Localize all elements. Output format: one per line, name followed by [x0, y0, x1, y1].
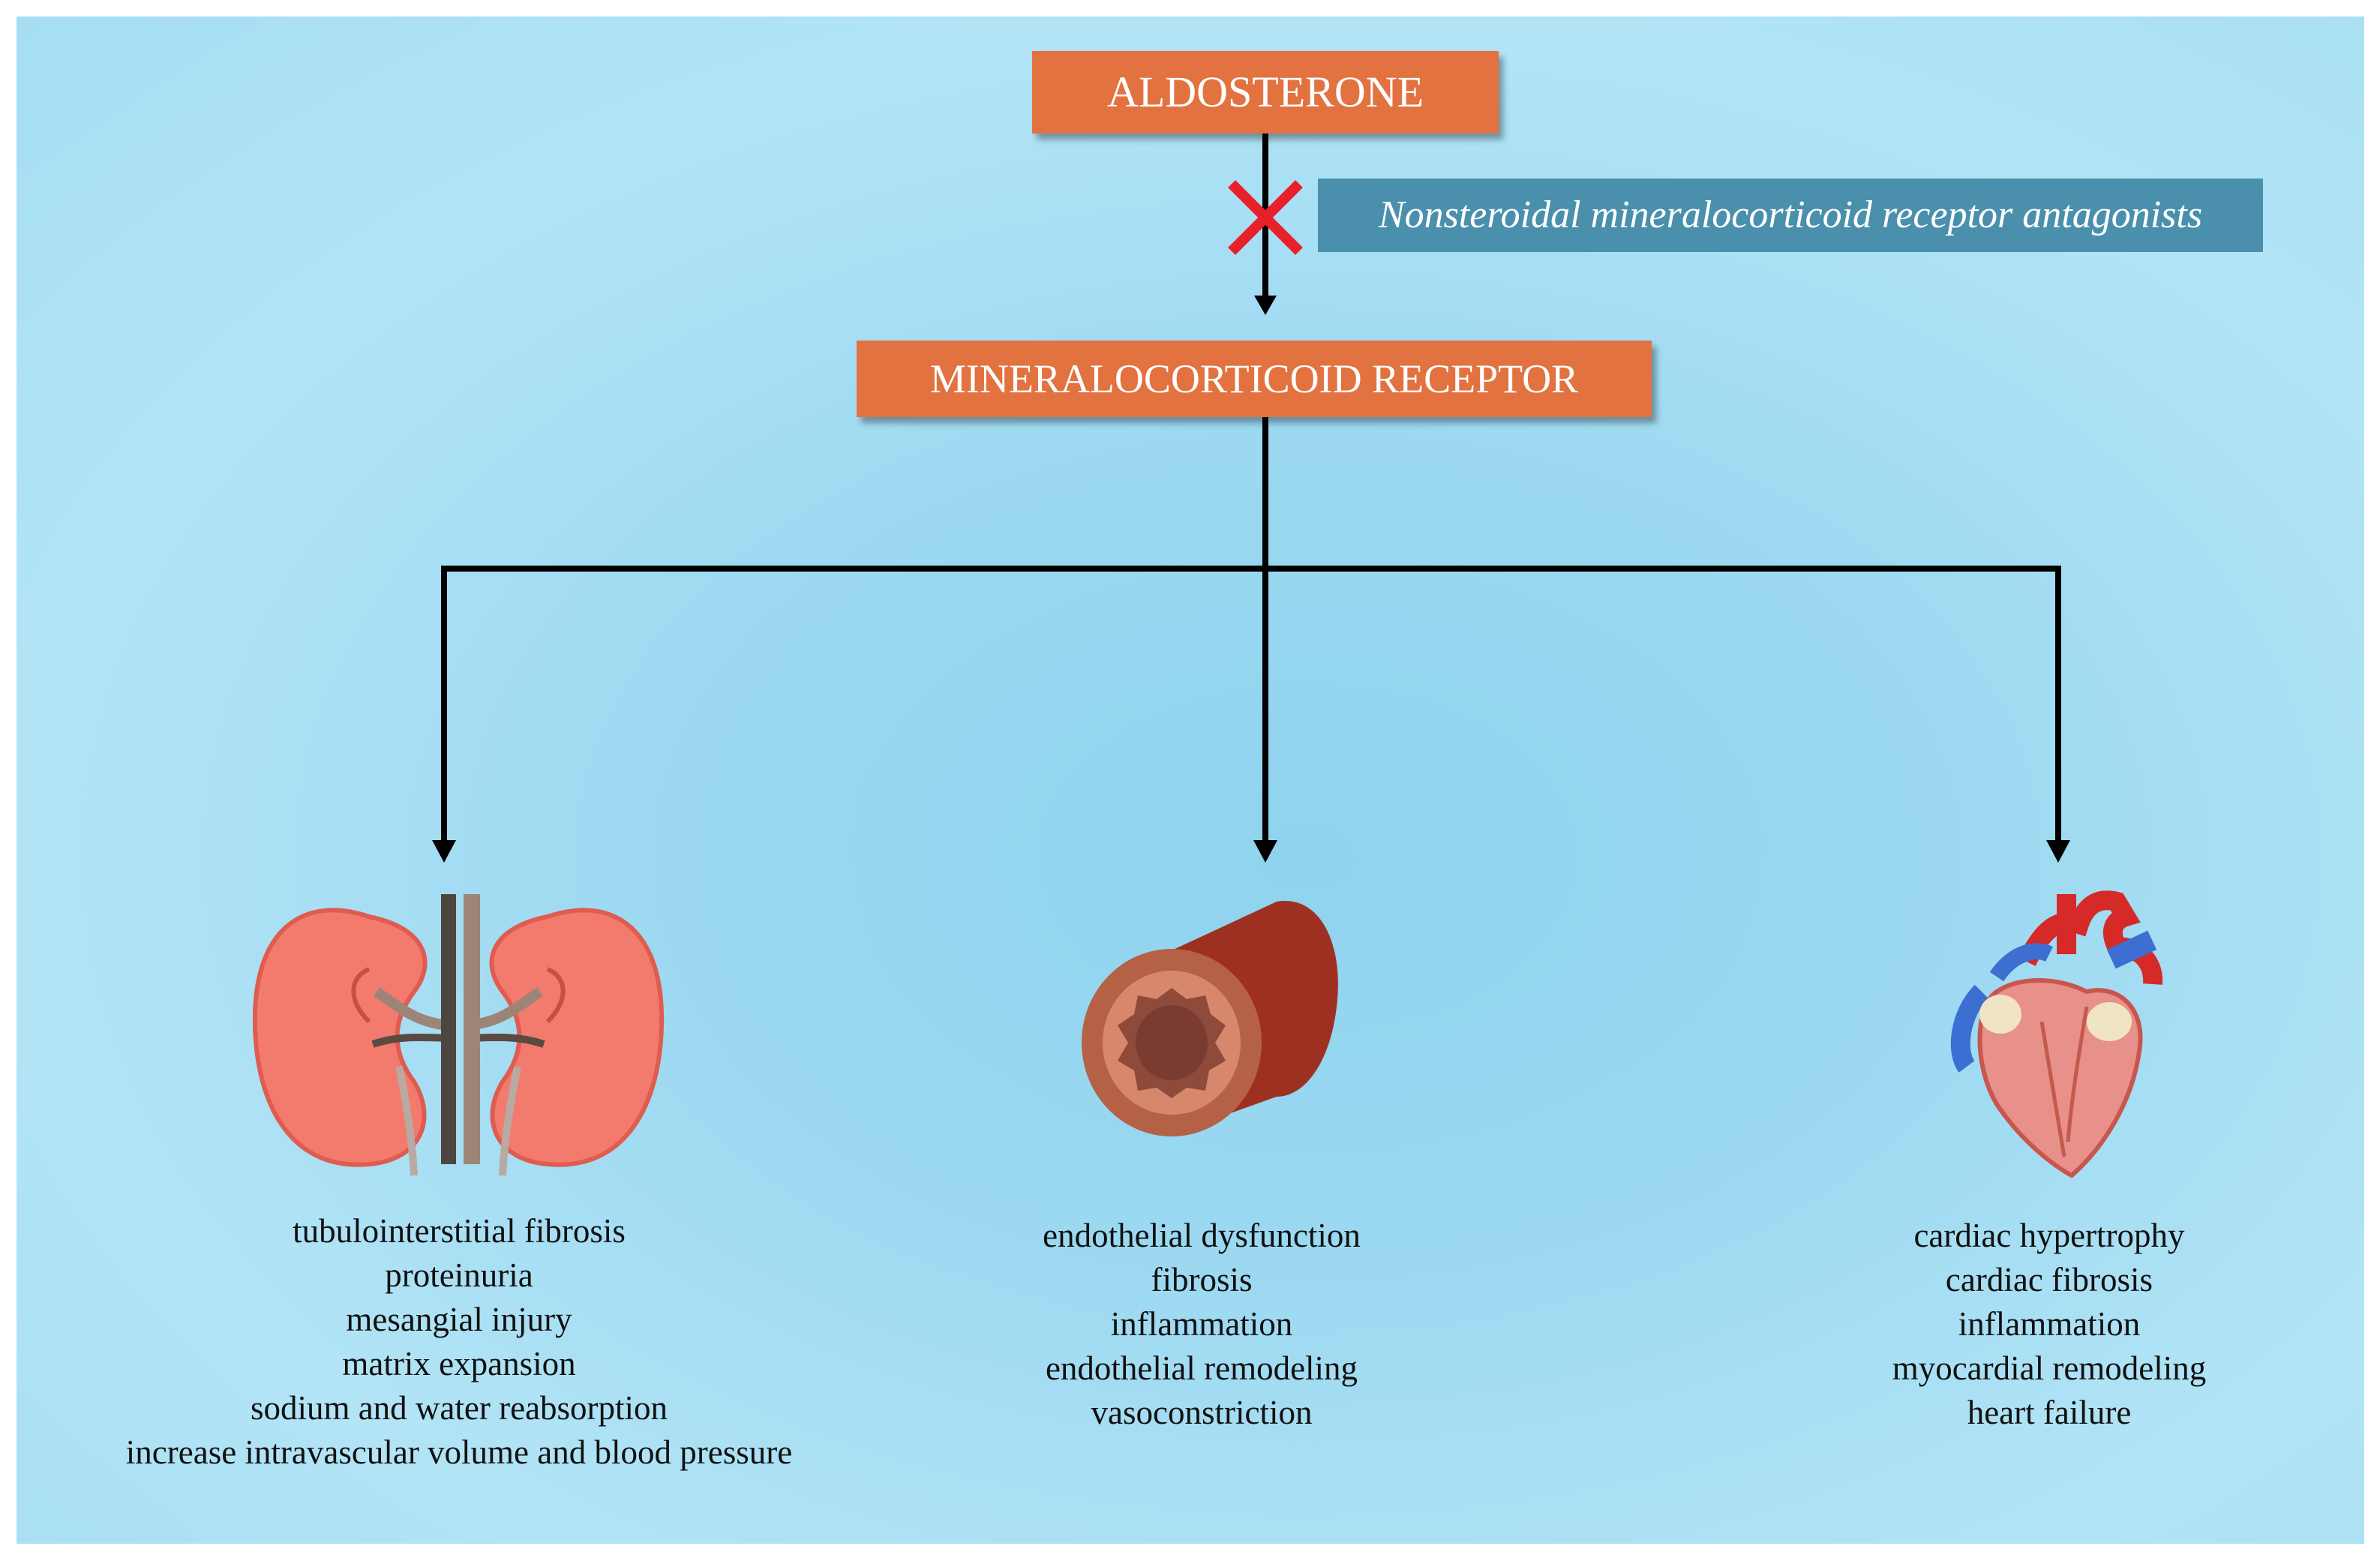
- kidney-effect: increase intravascular volume and blood …: [125, 1433, 793, 1471]
- heart-effect: cardiac fibrosis: [1945, 1261, 2153, 1298]
- arrowhead-receptor: [1254, 296, 1277, 315]
- heart-effects-list: cardiac hypertrophy cardiac fibrosis inf…: [1824, 1214, 2274, 1435]
- kidney-effect: mesangial injury: [346, 1301, 572, 1338]
- diagram-graphics: [252, 134, 2163, 1178]
- heart-effect: myocardial remodeling: [1892, 1349, 2207, 1387]
- kidney-effect: tubulointerstitial fibrosis: [293, 1212, 626, 1250]
- kidney-effect: sodium and water reabsorption: [250, 1389, 668, 1427]
- diagram-canvas: ALDOSTERONE Nonsteroidal mineralocortico…: [17, 17, 2364, 1544]
- vessel-effect: inflammation: [1110, 1305, 1293, 1343]
- red-x-icon: [1228, 180, 1303, 255]
- kidney-effect: matrix expansion: [342, 1345, 576, 1382]
- kidney-effect: proteinuria: [385, 1256, 533, 1294]
- arrowhead-heart: [2046, 840, 2070, 863]
- kidney-effects-list: tubulointerstitial fibrosis proteinuria …: [62, 1209, 857, 1475]
- vessel-effect: fibrosis: [1151, 1261, 1253, 1298]
- arrowhead-kidney: [432, 840, 456, 863]
- kidney-icon: [252, 894, 665, 1176]
- vessel-effect: vasoconstriction: [1091, 1394, 1313, 1431]
- vessel-effects-list: endothelial dysfunction fibrosis inflamm…: [977, 1214, 1427, 1435]
- heart-effect: cardiac hypertrophy: [1913, 1217, 2185, 1254]
- mineralocorticoid-receptor-node: MINERALOCORTICOID RECEPTOR: [857, 341, 1652, 417]
- heart-effect: heart failure: [1967, 1394, 2132, 1431]
- inhibitor-label: Nonsteroidal mineralocorticoid receptor …: [1318, 179, 2263, 252]
- heart-effect: inflammation: [1958, 1305, 2141, 1343]
- aldosterone-node: ALDOSTERONE: [1032, 51, 1499, 134]
- arrowhead-vessel: [1253, 840, 1277, 863]
- heart-icon: [1950, 890, 2163, 1178]
- blood-vessel-icon: [1082, 901, 1338, 1136]
- vessel-effect: endothelial dysfunction: [1043, 1217, 1361, 1254]
- branch-bar: [441, 566, 2061, 842]
- arrowheads: [432, 296, 2070, 863]
- vessel-effect: endothelial remodeling: [1045, 1349, 1358, 1387]
